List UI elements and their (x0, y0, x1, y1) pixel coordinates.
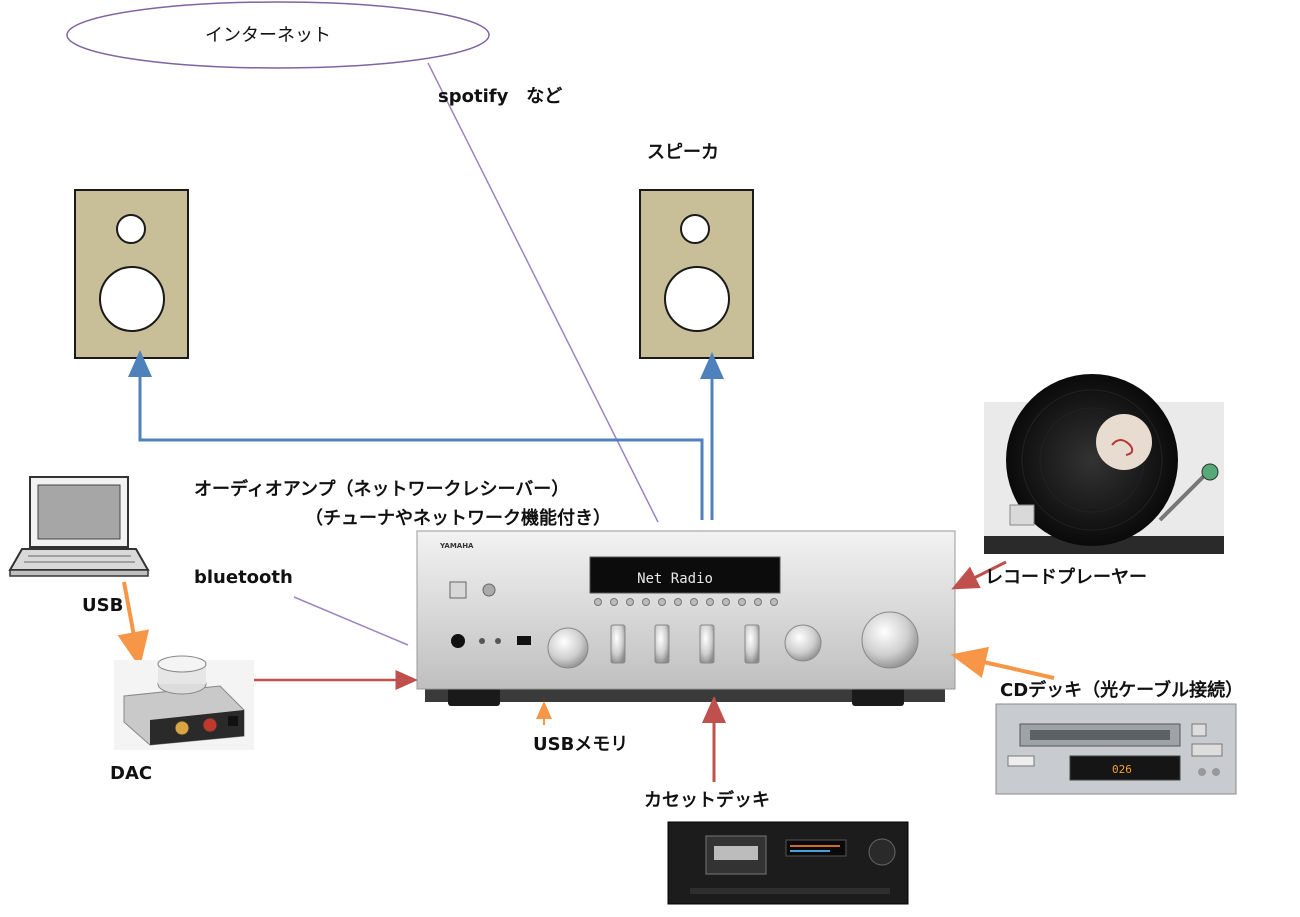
speaker-left (74, 189, 189, 359)
svg-text:026: 026 (1112, 763, 1132, 776)
spotify-label: spotify など (438, 86, 562, 107)
amp-display-text: Net Radio (637, 571, 713, 587)
dac-label: DAC (110, 763, 152, 784)
cd-to-amp-cable (950, 646, 1055, 680)
amp-label-line1: オーディオアンプ（ネットワークレシーバー） (194, 478, 569, 500)
amp-indicator-leds (594, 598, 778, 606)
amp-standby-sensor (482, 583, 496, 597)
amp-volume-knob (861, 611, 919, 669)
amp-phones-jack (451, 634, 465, 648)
cd-deck-label: CDデッキ（光ケーブル接続） (1000, 679, 1243, 701)
laptop-to-dac-cable (117, 581, 150, 668)
bluetooth-link-line (293, 596, 409, 646)
amp-label-line2: （チューナやネットワーク機能付き） (305, 507, 611, 529)
network-receiver-amp: YAMAHA Net Radio (416, 530, 956, 706)
amp-input-knob (547, 627, 589, 669)
cassette-deck-icon (667, 821, 909, 905)
internet-link-line (427, 62, 659, 523)
dac-icon (114, 655, 254, 750)
amp-display (589, 556, 781, 594)
amp-power-button (449, 581, 467, 599)
internet-label: インターネット (205, 25, 331, 46)
usb-label: USB (82, 595, 123, 616)
bluetooth-label: bluetooth (194, 567, 293, 588)
speaker-right (639, 189, 754, 359)
usb-memory-label: USBメモリ (533, 734, 628, 755)
laptop-icon (8, 476, 150, 577)
record-player-label: レコードプレーヤー (985, 566, 1147, 588)
internet-node: インターネット (66, 1, 490, 69)
speaker-label: スピーカ (647, 142, 719, 163)
speaker-left-cable (128, 350, 704, 520)
cd-deck-icon: 026 (995, 703, 1237, 795)
amp-tone-sliders (610, 624, 760, 664)
amp-select-knob (784, 624, 822, 662)
amp-usb-port (517, 636, 531, 645)
cassette-label: カセットデッキ (644, 789, 770, 811)
record-player-icon (984, 374, 1224, 554)
record-to-amp-cable (951, 560, 1007, 590)
amp-brand-logo: YAMAHA (439, 542, 474, 550)
